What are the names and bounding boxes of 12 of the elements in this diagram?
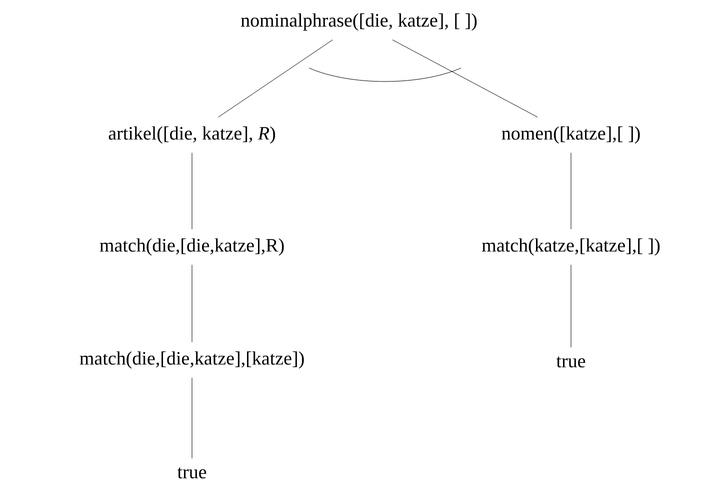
term-label: artikel([die, katze], R) — [108, 126, 276, 144]
term-label: true — [177, 468, 206, 478]
term-label: match(die,[die,katze],R) — [100, 238, 284, 256]
term-label: nomen([katze],[ ]) — [502, 126, 640, 144]
tree-branch — [570, 152, 572, 230]
term-label: true — [556, 356, 586, 368]
term-label: match(die,[die,katze],[katze]) — [80, 351, 304, 369]
tree-branch — [218, 40, 333, 118]
tree-branch — [392, 40, 538, 118]
tree-branch — [570, 264, 572, 348]
term-label: nominalphrase([die, katze], [ ]) — [241, 13, 477, 31]
term-label: match(katze,[katze],[ ]) — [482, 238, 660, 256]
